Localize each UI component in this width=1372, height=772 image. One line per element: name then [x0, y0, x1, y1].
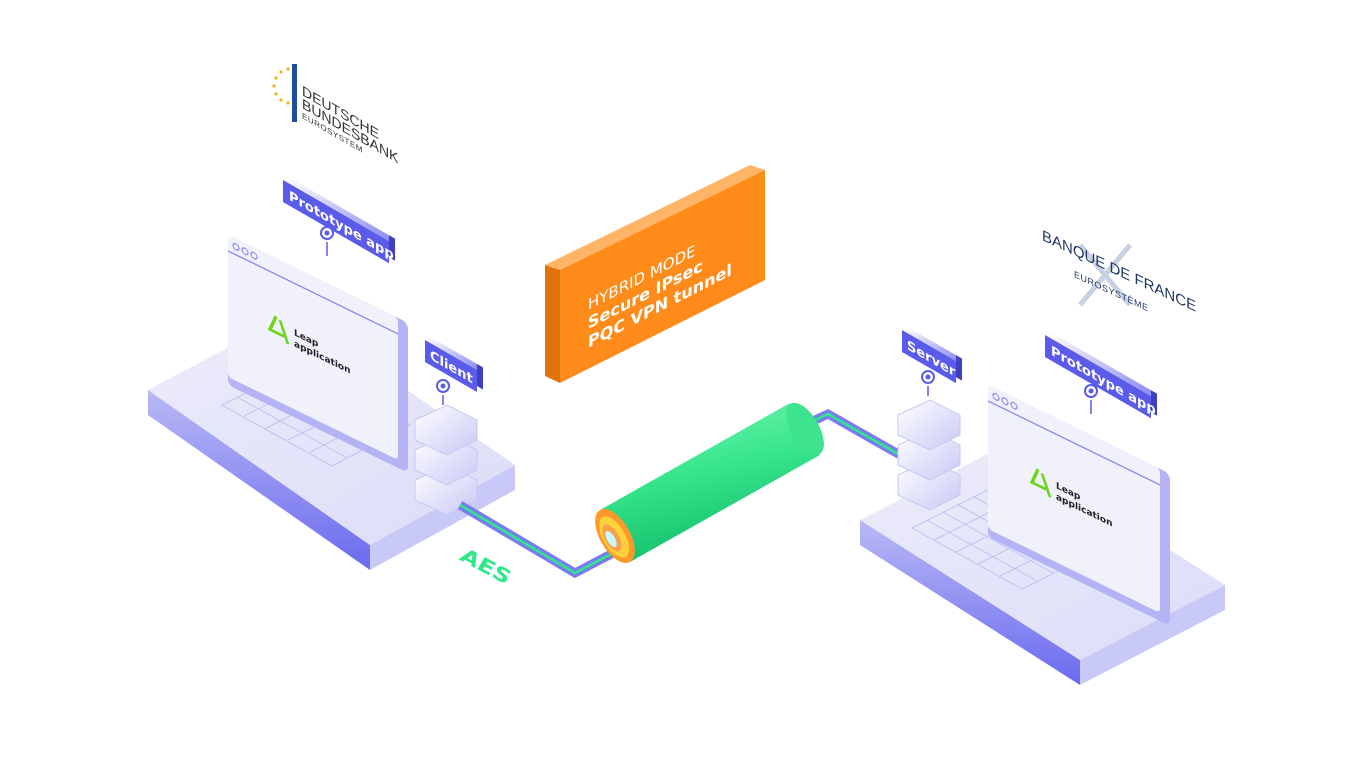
- client-app-pin-icon: [320, 226, 334, 256]
- client-prototype-app-label: Prototype app: [283, 176, 395, 264]
- client-laptop: Leap application Prototype app Client: [148, 176, 515, 570]
- bundesbank-logo: DEUTSCHE BUNDESBANK EUROSYSTEM: [272, 64, 398, 167]
- leap-logo-icon: [267, 315, 290, 345]
- server-prototype-app-label: Prototype app: [1045, 331, 1157, 419]
- server-app-pin-icon: [1084, 384, 1098, 414]
- window-dots-icon: [992, 392, 1018, 410]
- client-screen: Leap application: [228, 236, 408, 471]
- server-stack-icon: [897, 399, 961, 511]
- server-pin-icon: [921, 370, 935, 396]
- server-app-label-text: Prototype app: [1051, 343, 1156, 418]
- client-label: Client: [425, 336, 483, 393]
- bdf-emblem-icon: [1078, 243, 1132, 307]
- bdf-line1: BANQUE DE FRANCE: [1042, 228, 1196, 316]
- window-dots-icon: [232, 242, 258, 260]
- server-laptop: Leap application Prototype app Server: [860, 326, 1225, 685]
- server-screen: Leap application: [988, 386, 1170, 624]
- leap-logo-icon: [1029, 468, 1052, 498]
- banque-de-france-logo: BANQUE DE FRANCE EUROSYSTÈME: [1042, 228, 1196, 316]
- bundesbank-line2: BUNDESBANK: [302, 96, 398, 167]
- client-pin-icon: [436, 379, 450, 405]
- tunnel-cylinder: [595, 402, 824, 564]
- client-server-stack-icon: [414, 404, 478, 516]
- vpn-tunnel: AES: [456, 402, 903, 590]
- client-app-label-text: Prototype app: [289, 188, 394, 263]
- hybrid-mode-box: HYBRID MODE Secure IPsec PQC VPN tunnel: [545, 165, 765, 383]
- aes-label: AES: [456, 542, 513, 590]
- logo-bar: [292, 64, 297, 122]
